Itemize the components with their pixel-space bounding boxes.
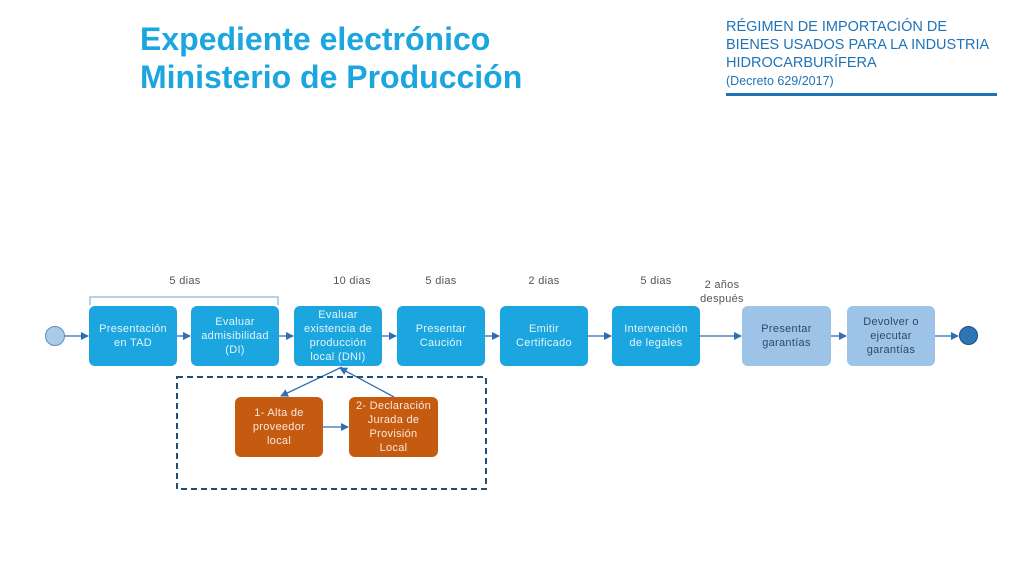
- regimen-line-3: HIDROCARBURÍFERA: [726, 55, 877, 71]
- page-title: Expediente electrónico Ministerio de Pro…: [140, 20, 522, 96]
- step-presentar-caucion: Presentar Caución: [397, 306, 485, 366]
- duration-bracket: [89, 296, 279, 305]
- regimen-header: RÉGIMEN DE IMPORTACIÓN DE BIENES USADOS …: [726, 18, 1016, 96]
- duration-label: 2 años después: [700, 279, 744, 305]
- duration-label: 10 dias: [333, 275, 371, 287]
- title-line-1: Expediente electrónico: [140, 21, 491, 57]
- step-presentacion-tad: Presentación en TAD: [89, 306, 177, 366]
- duration-label: 2 dias: [528, 275, 560, 287]
- dni-subprocess-box: [176, 376, 487, 490]
- step-evaluar-produccion-local: Evaluar existencia de producción local (…: [294, 306, 382, 366]
- subflow-arrow: [280, 366, 343, 397]
- step-intervencion-legales: Intervención de legales: [612, 306, 700, 366]
- step-presentar-garantias: Presentar garantías: [742, 306, 831, 366]
- step-devolver-garantias: Devolver o ejecutar garantías: [847, 306, 935, 366]
- regimen-decreto: (Decreto 629/2017): [726, 74, 834, 88]
- start-event: [45, 326, 65, 346]
- duration-label: 5 dias: [640, 275, 672, 287]
- regimen-line-2: BIENES USADOS PARA LA INDUSTRIA: [726, 37, 990, 53]
- end-event: [959, 326, 978, 345]
- substep-alta-proveedor: 1- Alta de proveedor local: [235, 397, 323, 457]
- subflow-arrow: [339, 367, 395, 398]
- regimen-line-1: RÉGIMEN DE IMPORTACIÓN DE: [726, 19, 948, 35]
- substep-declaracion-jurada: 2- Declaración Jurada de Provisión Local: [349, 397, 438, 457]
- duration-label: 5 dias: [169, 275, 201, 287]
- step-evaluar-admisibilidad: Evaluar admisibilidad (DI): [191, 306, 279, 366]
- step-emitir-certificado: Emitir Certificado: [500, 306, 588, 366]
- duration-label: 5 dias: [425, 275, 457, 287]
- title-line-2: Ministerio de Producción: [140, 59, 523, 95]
- header-underline: [726, 93, 997, 96]
